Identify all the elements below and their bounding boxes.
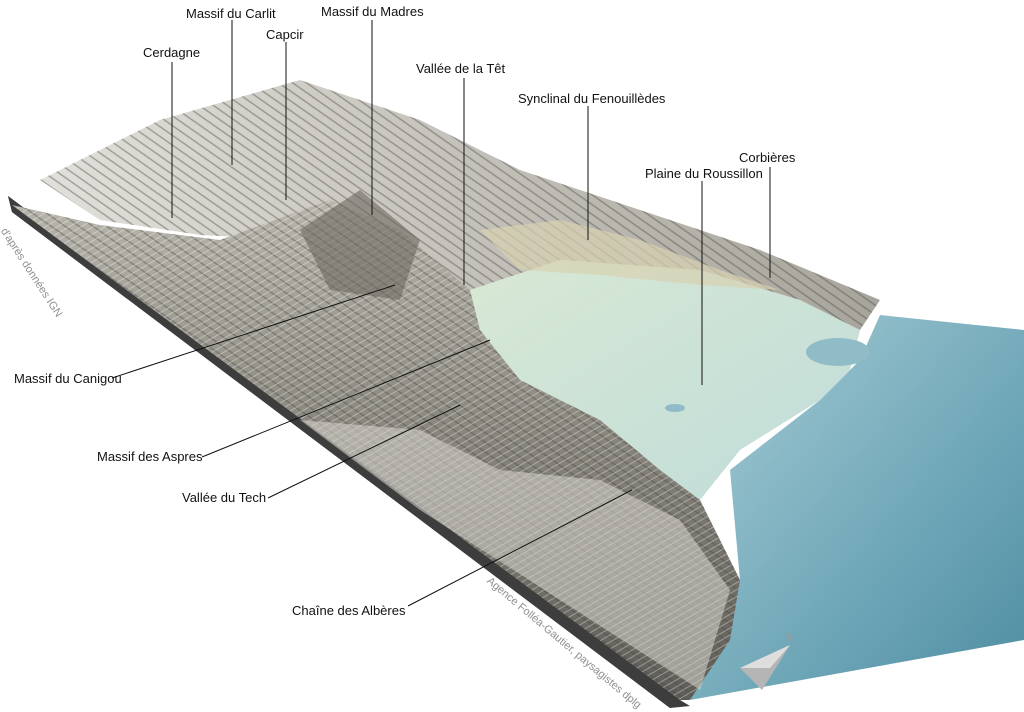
label-massif-aspres: Massif des Aspres bbox=[97, 449, 203, 464]
sea bbox=[690, 315, 1024, 700]
fenouilledes-valley bbox=[480, 220, 780, 290]
label-chaine-alberes: Chaîne des Albères bbox=[292, 603, 406, 618]
label-massif-canigou: Massif du Canigou bbox=[14, 371, 122, 386]
lagoon bbox=[806, 338, 870, 366]
label-capcir: Capcir bbox=[266, 27, 304, 42]
label-massif-madres: Massif du Madres bbox=[321, 4, 424, 19]
southern-slopes bbox=[300, 420, 730, 690]
label-vallee-tech: Vallée du Tech bbox=[182, 490, 267, 505]
label-cerdagne: Cerdagne bbox=[143, 45, 201, 60]
label-vallee-tet: Vallée de la Têt bbox=[416, 61, 506, 76]
north-label: N bbox=[784, 632, 792, 644]
label-corbieres: Corbières bbox=[739, 150, 796, 165]
label-synclinal-fenouilledes: Synclinal du Fenouillèdes bbox=[518, 91, 666, 106]
label-massif-carlit: Massif du Carlit bbox=[186, 6, 276, 21]
plain-roussillon bbox=[470, 260, 860, 500]
lake bbox=[665, 404, 685, 412]
leader-lines bbox=[111, 20, 771, 607]
canigou-summit bbox=[300, 190, 420, 300]
north-arrow bbox=[740, 645, 790, 690]
label-plaine-roussillon: Plaine du Roussillon bbox=[645, 166, 763, 181]
